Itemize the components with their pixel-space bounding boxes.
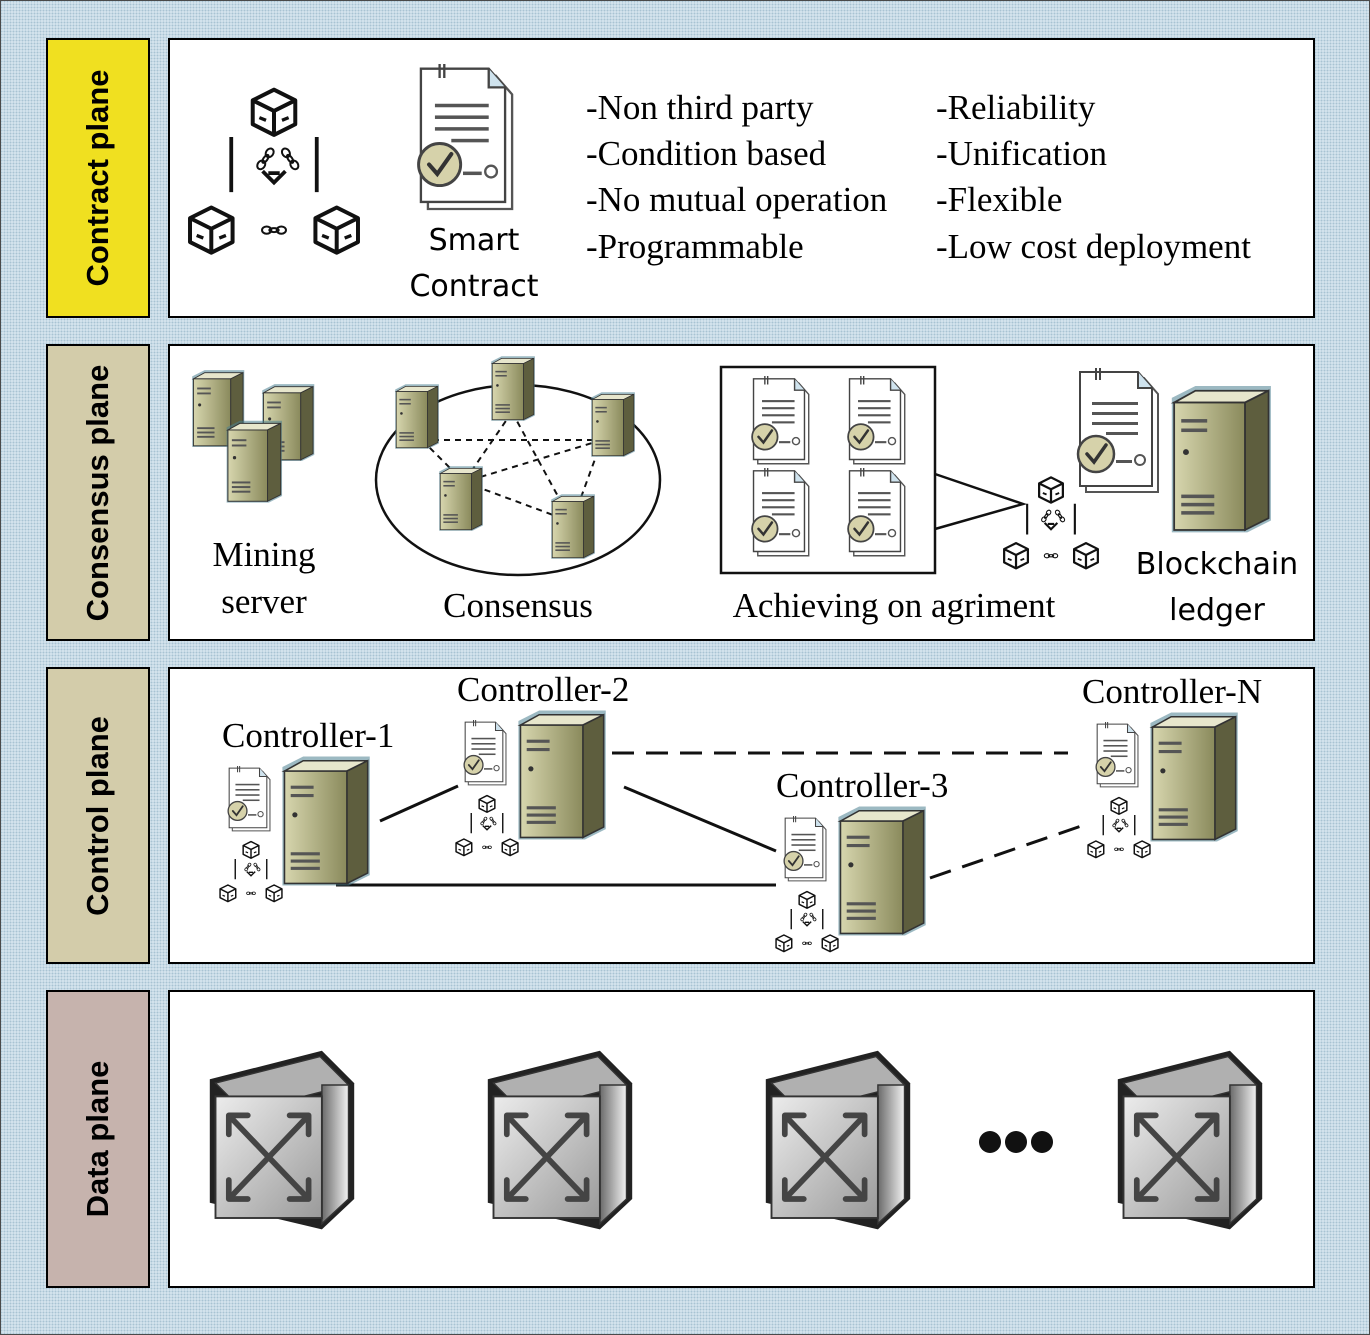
mining-server-label-line2: server xyxy=(221,582,307,621)
feature-flexible: -Flexible xyxy=(936,180,1063,219)
switch-icon xyxy=(1114,1044,1266,1240)
mining-server-label-line1: Mining xyxy=(212,535,316,574)
plane-label-contract: Contract plane xyxy=(46,38,150,318)
plane-label-control: Control plane xyxy=(46,667,150,964)
blockchain-ledger-label-line1: Blockchain xyxy=(1135,547,1299,582)
feature-unification: -Unification xyxy=(936,134,1108,173)
controller-n-label: Controller-N xyxy=(1082,672,1263,711)
controller-links xyxy=(336,751,1091,887)
contract-plane-panel xyxy=(168,38,1315,318)
smart-contract-label-line2: Contract xyxy=(409,269,539,304)
ellipsis-icon xyxy=(979,1131,1053,1153)
controller-2-node-icon xyxy=(452,709,607,864)
blockchain-icon xyxy=(174,80,374,270)
smart-contract-document-icon xyxy=(392,64,534,216)
blockchain-ledger-icon xyxy=(1076,368,1272,534)
blockchain-ledger-label-line2: ledger xyxy=(1169,593,1265,628)
controller-3-label: Controller-3 xyxy=(776,766,949,805)
switch-icon xyxy=(484,1044,636,1240)
controller-3-node-icon xyxy=(772,805,927,960)
controller-1-label: Controller-1 xyxy=(222,716,395,755)
switch-icon xyxy=(762,1044,914,1240)
plane-label-data: Data plane xyxy=(46,990,150,1288)
switch-icon xyxy=(206,1044,358,1240)
controller-2-label: Controller-2 xyxy=(457,670,630,709)
consensus-network-icon xyxy=(374,355,662,577)
plane-label-consensus: Consensus plane xyxy=(46,344,150,641)
controller-n-node-icon xyxy=(1084,711,1239,866)
controller-1-node-icon xyxy=(216,755,371,910)
smart-contract-label-line1: Smart xyxy=(428,223,520,258)
agreement-label: Achieving on agriment xyxy=(732,586,1056,625)
consensus-label: Consensus xyxy=(443,586,593,625)
feature-non-third-party: -Non third party xyxy=(586,88,814,127)
feature-condition-based: -Condition based xyxy=(586,134,827,173)
agreement-callout-icon xyxy=(719,365,1028,575)
feature-no-mutual-operation: -No mutual operation xyxy=(586,180,888,219)
feature-low-cost-deployment: -Low cost deployment xyxy=(936,227,1251,266)
feature-reliability: -Reliability xyxy=(936,88,1096,127)
feature-programmable: -Programmable xyxy=(586,227,804,266)
mining-server-icon xyxy=(191,369,315,504)
